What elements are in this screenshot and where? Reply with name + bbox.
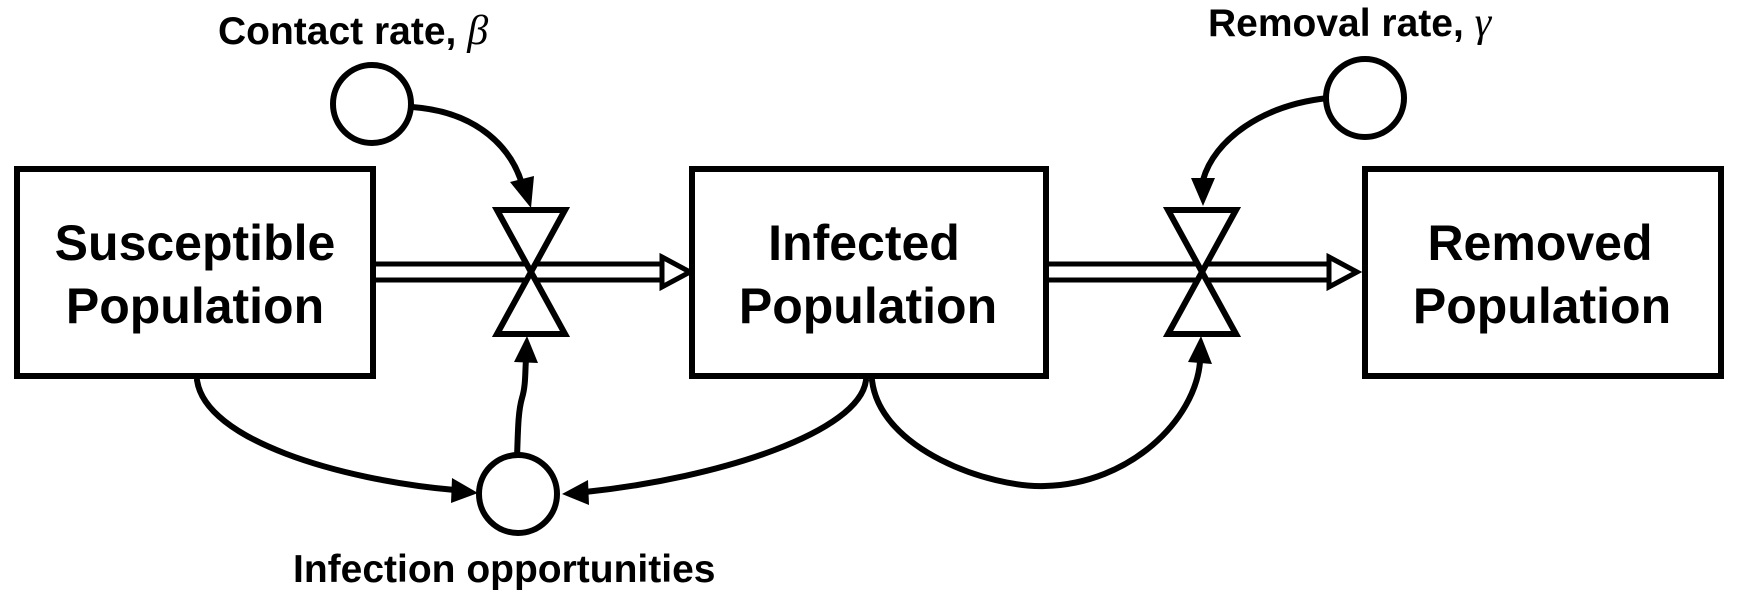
- gamma-symbol: γ: [1475, 0, 1493, 46]
- removal-flow-valve: [1162, 207, 1242, 337]
- infected-population-stock: Infected Population: [689, 166, 1049, 379]
- susceptible-label-line2: Population: [66, 278, 324, 334]
- infection-opportunities-node: [476, 452, 560, 536]
- contact-rate-text: Contact rate,: [218, 10, 467, 53]
- removal-rate-text: Removal rate,: [1208, 2, 1475, 45]
- infection-opportunities-to-valve-link: [514, 336, 538, 461]
- contact-rate-link: [409, 104, 534, 208]
- removal-rate-link: [1191, 95, 1331, 206]
- removed-label-line1: Removed: [1427, 215, 1652, 271]
- beta-symbol: β: [466, 8, 488, 54]
- removal-rate-label: Removal rate, γ: [1208, 0, 1493, 46]
- susceptible-to-opportunities-link: [194, 377, 478, 503]
- infection-opportunities-label: Infection opportunities: [293, 548, 715, 591]
- infected-label-line2: Population: [739, 278, 997, 334]
- susceptible-label-line1: Susceptible: [55, 215, 336, 271]
- infection-flow-pipe: [375, 252, 696, 292]
- removal-rate-node: [1323, 56, 1407, 140]
- contact-rate-label: Contact rate, β: [218, 8, 488, 54]
- removal-flow-pipe: [1048, 252, 1363, 292]
- contact-rate-node: [330, 62, 414, 146]
- infection-flow-valve: [491, 207, 571, 337]
- infected-to-removal-valve-link: [869, 336, 1212, 490]
- susceptible-population-stock: Susceptible Population: [14, 166, 376, 379]
- removed-population-stock: Removed Population: [1362, 166, 1724, 379]
- removed-label-line2: Population: [1413, 278, 1671, 334]
- infected-to-opportunities-link: [562, 377, 869, 505]
- infected-label-line1: Infected: [768, 215, 960, 271]
